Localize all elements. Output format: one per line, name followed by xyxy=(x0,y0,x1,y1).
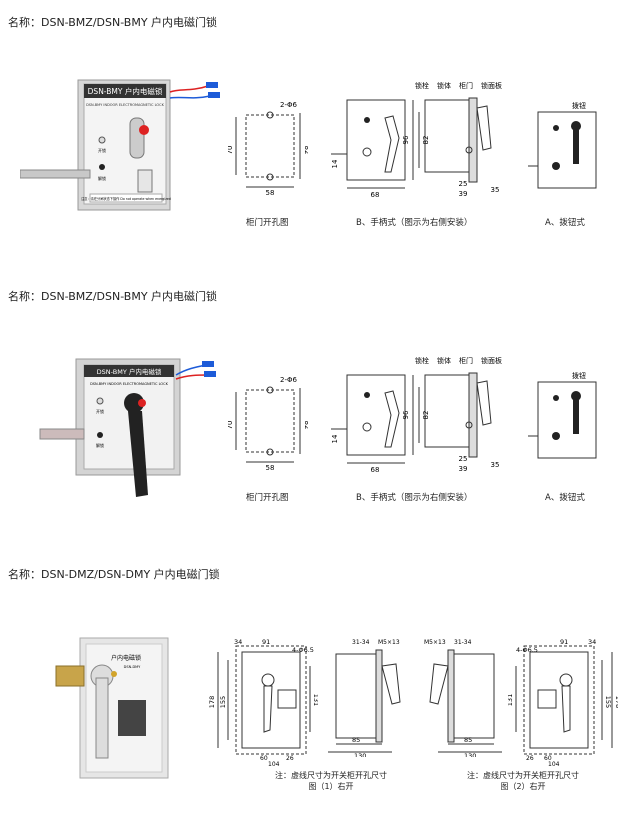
lock-label: 解锁 xyxy=(96,442,104,448)
section-title: 名称：DSN-BMZ/DSN-BMY 户内电磁门锁 xyxy=(8,290,218,303)
label-body: 锁体 xyxy=(437,356,451,365)
dim-96: 96 xyxy=(402,410,410,419)
label-knob: 拨钮 xyxy=(572,372,586,380)
dim-131: 131 xyxy=(312,694,318,706)
dim-70: 70 xyxy=(228,146,234,155)
knob-drawing: 拨钮 xyxy=(528,372,597,459)
dim-35: 35 xyxy=(491,461,500,469)
label-knob: 拨钮 xyxy=(572,102,586,110)
dim-34: 34 xyxy=(588,638,596,646)
knob-caption: A、拨钮式 xyxy=(545,493,585,503)
dim-130: 130 xyxy=(354,752,366,757)
dim-58: 58 xyxy=(266,464,275,472)
note-1-line-2: 图（1）右开 xyxy=(308,782,354,791)
product-label: DSN-BMY 户内电磁锁 xyxy=(97,367,162,376)
handle-drawing: 68 96 82 14 25 39 35 锁栓 锁体 柜门 锁面板 xyxy=(331,356,502,474)
dim-60: 60 xyxy=(544,755,552,762)
dim-14: 14 xyxy=(331,434,339,443)
dim-31-34: 31-34 xyxy=(454,639,472,646)
dim-26: 26 xyxy=(526,755,534,762)
dim-hole: 4-Φ6.5 xyxy=(292,646,314,654)
label-bolt: 锁栓 xyxy=(415,356,429,365)
front-drawing-left: 34 91 4-Φ6.5 178 155 131 26 60 104 xyxy=(208,638,318,766)
dim-91: 91 xyxy=(262,638,270,646)
dim-82: 82 xyxy=(422,136,430,145)
handle-caption: B、手柄式（图示为右侧安装） xyxy=(356,218,473,228)
cutout-drawing: 70 82 58 2-Φ6 xyxy=(228,101,308,197)
cutout-caption: 柜门开孔图 xyxy=(246,218,289,228)
section-title: 名称：DSN-DMZ/DSN-DMY 户内电磁门锁 xyxy=(8,568,220,581)
handle-caption: B、手柄式（图示为右侧安装） xyxy=(356,493,473,503)
product-label: 户内电磁锁 xyxy=(111,654,141,662)
warning-text: 注意：请在分闸状态下操作 Do not operate when energiz… xyxy=(81,196,171,201)
dim-hole: 2-Φ6 xyxy=(280,376,297,384)
side-drawing-2: M5×13 31-34 85 130 xyxy=(424,639,502,757)
dim-hole: 2-Φ6 xyxy=(280,101,297,109)
dim-178: 178 xyxy=(208,696,216,708)
product-sub: DSN-BMY INDOOR ELECTROMAGNETIC LOCK xyxy=(86,103,165,107)
dim-m5: M5×13 xyxy=(378,639,400,646)
label-door: 柜门 xyxy=(459,81,473,90)
label-panel: 锁面板 xyxy=(481,81,502,90)
dim-104: 104 xyxy=(268,761,280,766)
product-sub: DSN-DMY xyxy=(124,665,142,669)
dim-82: 82 xyxy=(303,146,308,155)
dim-82: 82 xyxy=(303,421,308,430)
dim-25: 25 xyxy=(459,455,468,463)
label-bolt: 锁栓 xyxy=(415,81,429,90)
lock-label: 解锁 xyxy=(98,175,106,181)
dim-82: 82 xyxy=(422,411,430,420)
dim-31-34: 31-34 xyxy=(352,639,370,646)
knob-drawing: 拨钮 xyxy=(528,102,597,189)
product-sub: DSN-BMY INDOOR ELECTROMAGNETIC LOCK xyxy=(90,382,169,386)
dim-68: 68 xyxy=(371,191,380,199)
dim-104: 104 xyxy=(548,761,560,766)
dim-85: 85 xyxy=(352,736,360,744)
dim-39: 39 xyxy=(459,190,468,198)
dim-131: 131 xyxy=(508,694,514,706)
dim-58: 58 xyxy=(266,189,275,197)
side-drawing-1: 31-34 M5×13 85 130 xyxy=(328,639,401,757)
dim-85: 85 xyxy=(464,736,472,744)
dim-91: 91 xyxy=(560,638,568,646)
dim-96: 96 xyxy=(402,135,410,144)
note-2-line-2: 图（2）右开 xyxy=(500,782,546,791)
dim-25: 25 xyxy=(459,180,468,188)
dim-34: 34 xyxy=(234,638,242,646)
dim-155: 155 xyxy=(604,696,612,708)
knob-caption: A、拨钮式 xyxy=(545,218,585,228)
dim-hole: 4-Φ6.5 xyxy=(516,646,538,654)
led-label: 开锁 xyxy=(98,147,106,153)
label-panel: 锁面板 xyxy=(481,356,502,365)
dim-m5: M5×13 xyxy=(424,639,446,646)
product-photo-lock-a: DSN-BMY 户内电磁锁 DSN-BMY INDOOR ELECTROMAGN… xyxy=(20,79,220,211)
label-door: 柜门 xyxy=(459,356,473,365)
dim-70: 70 xyxy=(228,421,234,430)
dim-178: 178 xyxy=(614,696,618,708)
note-1-line-1: 注：虚线尺寸为开关柜开孔尺寸 xyxy=(275,771,387,780)
product-photo-lock-b: DSN-BMY 户内电磁锁 DSN-BMY INDOOR ELECTROMAGN… xyxy=(39,358,216,497)
led-label: 开锁 xyxy=(96,408,104,414)
cutout-caption: 柜门开孔图 xyxy=(246,493,289,503)
dim-155: 155 xyxy=(219,696,227,708)
cutout-drawing: 70 82 58 2-Φ6 xyxy=(228,376,308,472)
dim-68: 68 xyxy=(371,466,380,474)
dim-39: 39 xyxy=(459,465,468,473)
product-photo-lock-c: 户内电磁锁 DSN-DMY xyxy=(55,637,169,779)
dim-26: 26 xyxy=(286,755,294,762)
dim-60: 60 xyxy=(260,755,268,762)
dim-130: 130 xyxy=(464,752,476,757)
note-2-line-1: 注：虚线尺寸为开关柜开孔尺寸 xyxy=(467,771,579,780)
product-label: DSN-BMY 户内电磁锁 xyxy=(88,86,163,96)
dim-35: 35 xyxy=(491,186,500,194)
label-body: 锁体 xyxy=(437,81,451,90)
dim-14: 14 xyxy=(331,159,339,168)
handle-drawing: 68 96 82 14 25 39 35 锁栓 锁体 柜门 锁面板 xyxy=(331,81,502,199)
front-drawing-right: 91 34 4-Φ6.5 131 155 178 26 60 104 xyxy=(508,638,618,766)
section-title: 名称：DSN-BMZ/DSN-BMY 户内电磁门锁 xyxy=(8,16,218,29)
